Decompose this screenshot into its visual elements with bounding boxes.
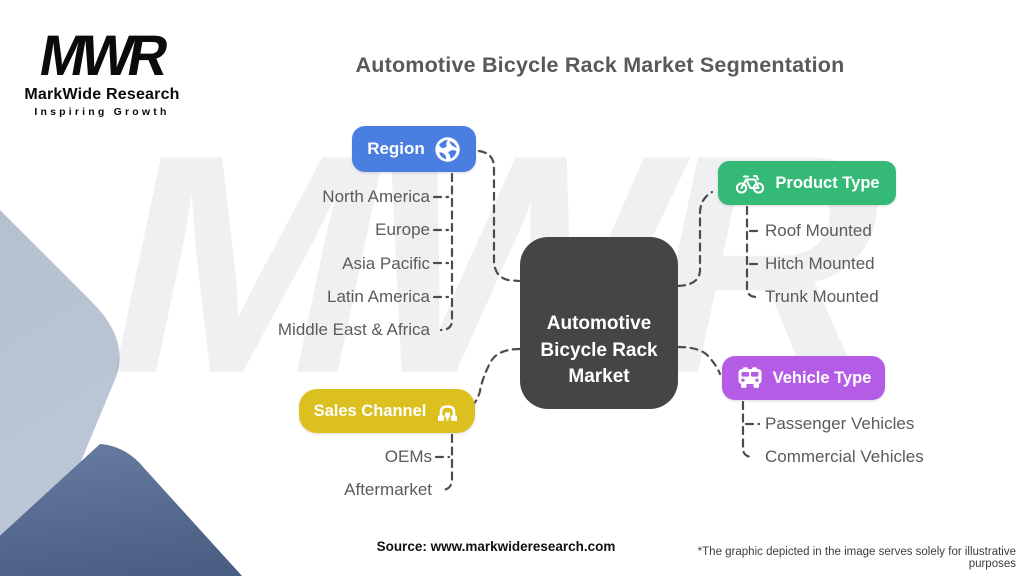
center-node-line-3: Market	[568, 366, 630, 388]
list-item: Aftermarket	[344, 480, 432, 499]
disclaimer-text: *The graphic depicted in the image serve…	[697, 546, 1016, 570]
list-item: OEMs	[384, 447, 432, 466]
car-icon	[736, 366, 764, 390]
product-type-node-label: Product Type	[775, 173, 880, 192]
dark-diamond-shape	[0, 444, 243, 576]
list-item: North America	[322, 187, 430, 206]
product-type-list: Roof Mounted Hitch Mounted Trunk Mounted	[765, 214, 879, 313]
page-title: Automotive Bicycle Rack Market Segmentat…	[355, 53, 845, 77]
region-node: Region	[352, 126, 476, 172]
list-item: Europe	[375, 220, 430, 240]
vehicle-type-list: Passenger Vehicles Commercial Vehicles	[765, 407, 924, 473]
globe-icon	[434, 136, 461, 163]
center-node-line-1: Automotive	[546, 313, 652, 335]
list-item: Commercial Vehicles	[765, 447, 924, 466]
list-item: Hitch Mounted	[765, 254, 875, 273]
list-item: Passenger Vehicles	[765, 414, 915, 433]
center-node: Automotive Bicycle Rack Market	[520, 237, 678, 409]
region-list: North America Europe Asia Pacific Latin …	[130, 180, 430, 346]
list-item: Latin America	[327, 286, 430, 306]
product-type-node: Product Type	[718, 161, 896, 205]
sales-channel-node: Sales Channel	[299, 389, 475, 433]
source-text: Source: www.markwideresearch.com	[376, 539, 616, 554]
vehicle-type-node-label: Vehicle Type	[772, 368, 872, 387]
vehicle-type-node: Vehicle Type	[722, 356, 885, 400]
bicycle-icon	[734, 171, 766, 195]
light-diamond-shape	[0, 210, 120, 576]
sales-channel-list: OEMs Aftermarket	[232, 440, 432, 506]
logo-name: MarkWide Research	[24, 86, 180, 103]
list-item: Roof Mounted	[765, 221, 872, 240]
list-item: Asia Pacific	[342, 253, 430, 273]
logo-tagline: Inspiring Growth	[34, 106, 170, 118]
region-node-label: Region	[367, 139, 425, 158]
list-item: Trunk Mounted	[765, 287, 879, 306]
sitemap-icon	[435, 399, 460, 424]
sales-channel-node-label: Sales Channel	[313, 401, 427, 420]
center-node-line-2: Bicycle Rack	[540, 339, 658, 361]
markwide-logo: MWR MarkWide Research Inspiring Growth	[16, 23, 188, 118]
list-item: Middle East & Africa	[277, 320, 430, 340]
